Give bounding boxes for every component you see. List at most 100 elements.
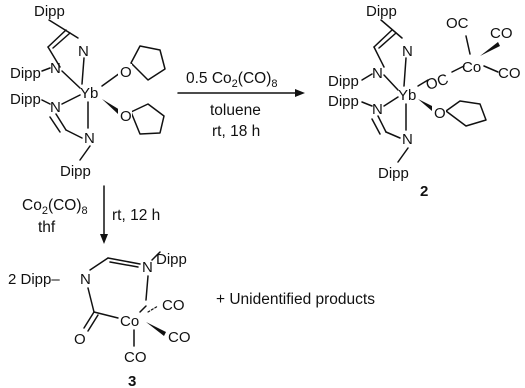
product-3-complex: 2 Dipp– N N Dipp O Co CO CO CO 3	[8, 251, 191, 388]
bond	[383, 74, 399, 91]
cobalt-label: Co	[120, 313, 139, 330]
bond	[89, 257, 109, 271]
oxygen-label: O	[120, 64, 132, 81]
bond	[47, 29, 67, 48]
product-2-complex: Dipp N N Dipp Yb Dipp N N Dipp OC Co OC …	[328, 3, 521, 200]
dipp-label: Dipp	[328, 73, 359, 90]
ytterbium-label: Yb	[80, 85, 98, 102]
dipp-label: 2 Dipp–	[8, 271, 60, 288]
dipp-label: Dipp	[34, 3, 65, 20]
bond	[417, 79, 429, 87]
isocarbonyl-label: OC	[424, 71, 451, 94]
nitrogen-label: N	[80, 271, 91, 288]
bond	[483, 65, 499, 73]
reagent-label: Co2(CO)8	[22, 197, 88, 217]
ytterbium-label: Yb	[398, 87, 416, 104]
bond	[373, 29, 393, 48]
carbonyl-label: CO	[490, 25, 513, 42]
arrow-head	[100, 234, 108, 244]
compound-number-3: 3	[128, 373, 136, 388]
byproduct-label: + Unidentified products	[216, 291, 375, 308]
bond	[378, 32, 397, 49]
bond	[361, 73, 373, 81]
dipp-label: Dipp	[156, 251, 187, 268]
carbonyl-label: CO	[168, 329, 191, 346]
bond	[139, 305, 147, 313]
nitrogen-label: N	[142, 259, 153, 276]
bond	[371, 118, 381, 135]
carbonyl-label: CO	[162, 297, 185, 314]
bond	[41, 67, 51, 72]
cobalt-label: Co	[462, 59, 481, 76]
nitrogen-label: N	[372, 101, 383, 118]
bond	[145, 275, 149, 301]
bond	[87, 287, 95, 313]
oxygen-label: O	[120, 108, 132, 125]
bond	[65, 129, 83, 139]
bond	[61, 70, 81, 89]
thf-ring	[130, 45, 166, 81]
reactant-yb-complex: Dipp N N Dipp Yb Dipp N N Dipp O O O	[10, 3, 166, 180]
reaction-arrow-thf: Co2(CO)8 thf rt, 12 h	[22, 185, 160, 244]
compound-number-2: 2	[420, 183, 428, 200]
nitrogen-label: N	[372, 65, 383, 82]
conditions-label: rt, 18 h	[212, 123, 260, 140]
bond	[109, 261, 139, 268]
hashed-bond	[147, 305, 159, 313]
thf-ring	[445, 100, 487, 127]
nitrogen-label: N	[78, 43, 89, 60]
conditions-label: rt, 12 h	[112, 207, 160, 224]
bond	[83, 311, 95, 329]
oxygen-label: O	[74, 331, 86, 348]
bond	[361, 101, 373, 107]
wedge-bond	[480, 42, 500, 56]
bond	[93, 311, 119, 319]
bond	[373, 46, 385, 68]
thf-ring	[130, 103, 165, 135]
bond	[55, 113, 67, 131]
wedge-bond	[102, 99, 120, 114]
bond	[41, 99, 51, 105]
wedge-bond	[146, 322, 166, 336]
bond	[52, 32, 71, 49]
oxygen-label: O	[434, 105, 446, 122]
bond	[81, 57, 85, 85]
bond	[47, 46, 61, 68]
dipp-label: Dipp	[378, 165, 409, 182]
reagent-label: 0.5 Co2(CO)8	[186, 70, 278, 90]
nitrogen-label: N	[50, 99, 61, 116]
bond	[403, 57, 407, 87]
bond	[49, 116, 61, 133]
nitrogen-label: N	[402, 131, 413, 148]
solvent-label: toluene	[210, 102, 261, 119]
bond	[87, 314, 99, 332]
solvent-label: thf	[38, 219, 56, 236]
arrow-head	[295, 89, 305, 97]
bond	[397, 147, 409, 163]
nitrogen-label: N	[402, 43, 413, 60]
carbonyl-label: CO	[124, 349, 147, 366]
dipp-label: Dipp	[366, 3, 397, 20]
bond	[465, 35, 471, 55]
nitrogen-label: N	[84, 130, 95, 147]
bond	[107, 257, 141, 265]
bond	[451, 65, 465, 73]
carbonyl-label: CO	[498, 65, 521, 82]
bond	[377, 115, 387, 133]
wedge-bond	[418, 99, 434, 111]
bond	[48, 19, 79, 39]
bond	[383, 96, 399, 107]
bond	[151, 251, 161, 261]
bond	[380, 19, 403, 39]
bond	[79, 145, 91, 161]
dipp-label: Dipp	[328, 93, 359, 110]
nitrogen-label: N	[50, 60, 61, 77]
bond	[101, 72, 121, 87]
bond	[385, 131, 401, 139]
carbonyl-label: OC	[446, 15, 469, 32]
reaction-arrow-toluene: 0.5 Co2(CO)8 toluene rt, 18 h	[177, 70, 305, 140]
dipp-label: Dipp	[60, 163, 91, 180]
bond	[61, 94, 81, 105]
dipp-label: Dipp	[10, 91, 41, 108]
